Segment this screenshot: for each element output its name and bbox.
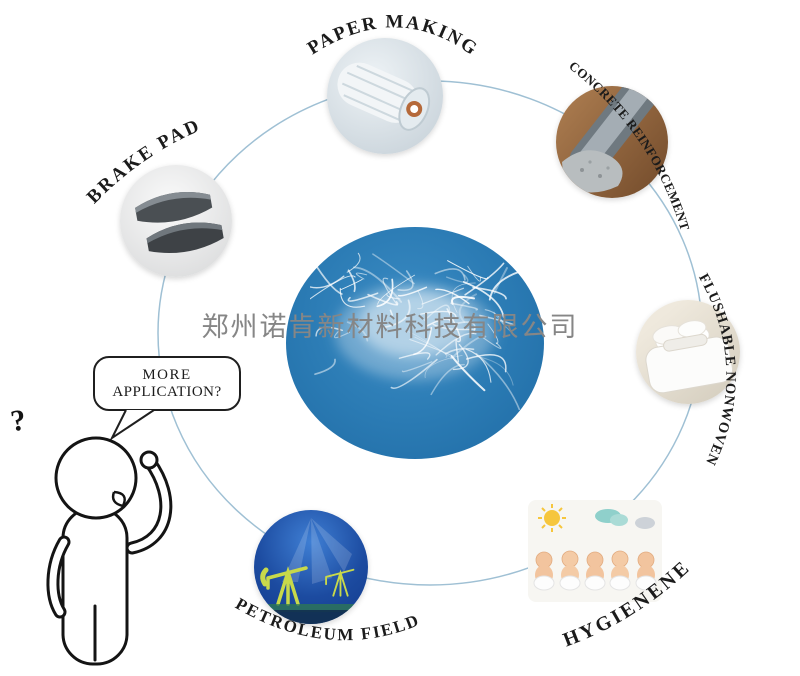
label-concrete-reinforcement: CONCRETE REINFORCEMENT [566, 58, 692, 232]
sun-icon [538, 504, 566, 532]
light-rays [282, 518, 352, 584]
baby-icon [609, 550, 631, 591]
concrete-reinforcement-image [556, 86, 668, 198]
field-strip [254, 604, 368, 612]
more-application-bubble: MORE APPLICATION? [93, 356, 241, 411]
label-flushable-nonwoven: FLUSHABLE NONWOVEN [695, 271, 737, 468]
svg-text:HYGIENENE: HYGIENENE [560, 556, 695, 652]
baby-icon [584, 551, 606, 591]
svg-text:BRAKE PAD: BRAKE PAD [83, 115, 205, 208]
concrete-pour-icon [562, 86, 663, 193]
oil-field-icon [254, 518, 368, 624]
figure-mouth [111, 490, 126, 508]
question-mark: ? [9, 403, 28, 438]
label-petroleum-field: PETROLEUM FIELD [232, 594, 421, 644]
svg-text:CONCRETE REINFORCEMENT: CONCRETE REINFORCEMENT [566, 58, 693, 232]
bubble-tail [109, 409, 155, 441]
bubble-line-2: APPLICATION? [112, 383, 222, 400]
pumpjack-icon [260, 566, 308, 606]
baby-icon [559, 550, 581, 591]
babies-icon [533, 504, 657, 591]
svg-text:PETROLEUM FIELD: PETROLEUM FIELD [232, 594, 423, 644]
petroleum-field-image [254, 510, 368, 624]
brake-pad-image [120, 165, 232, 277]
figure-hand [139, 450, 159, 470]
fiber-core [359, 291, 471, 357]
baby-icon [635, 551, 657, 591]
paper-roll-icon [337, 62, 431, 131]
pumpjack-icon [325, 568, 355, 597]
baby-icon [533, 551, 555, 591]
label-paper-making: PAPER MAKING [304, 11, 480, 60]
fiber-strands [310, 252, 520, 410]
bubble-line-1: MORE [142, 366, 192, 383]
company-name: 郑州诺肯新材料科技有限公司 [201, 312, 579, 343]
label-hygiene: HYGIENENE [560, 556, 692, 652]
brake-pads-icon [135, 192, 224, 254]
cloud-icon [595, 509, 628, 526]
svg-text:FLUSHABLE NONWOVEN: FLUSHABLE NONWOVEN [695, 271, 738, 468]
label-brake-pad: BRAKE PAD [83, 115, 202, 208]
cartoon-figure [46, 436, 173, 666]
fiber-clump-image [310, 252, 520, 410]
hygiene-image [528, 500, 662, 602]
cloud-icon-2 [635, 517, 655, 529]
flushable-nonwoven-image [636, 300, 740, 404]
paper-making-image [327, 38, 443, 154]
wipes-package-icon [645, 320, 734, 394]
svg-text:PAPER MAKING: PAPER MAKING [304, 11, 482, 60]
baby-row [533, 550, 657, 591]
